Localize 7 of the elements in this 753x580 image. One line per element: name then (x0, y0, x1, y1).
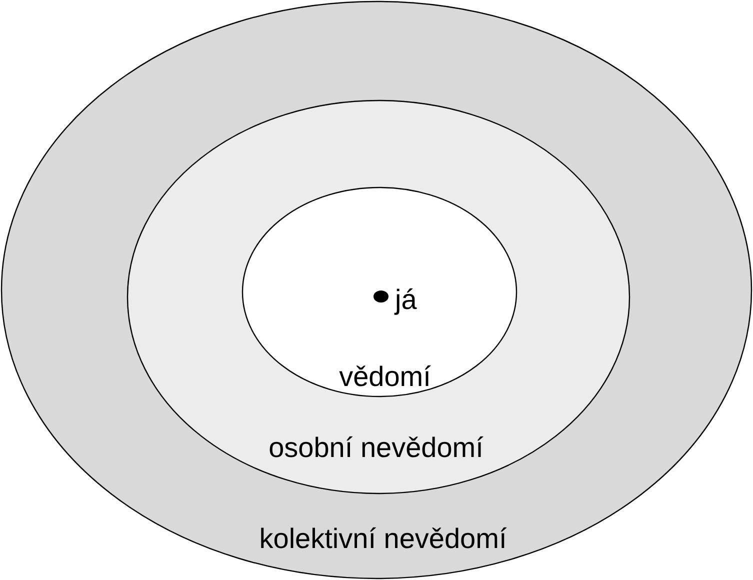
ellipse-region (242, 187, 517, 397)
region-label: vědomí (339, 361, 431, 393)
dot-marker (373, 290, 389, 303)
ellipse-region (127, 100, 630, 494)
point-label: já (395, 284, 417, 316)
region-label: kolektivní nevědomí (259, 523, 507, 555)
region-label: osobní nevědomí (268, 432, 484, 464)
